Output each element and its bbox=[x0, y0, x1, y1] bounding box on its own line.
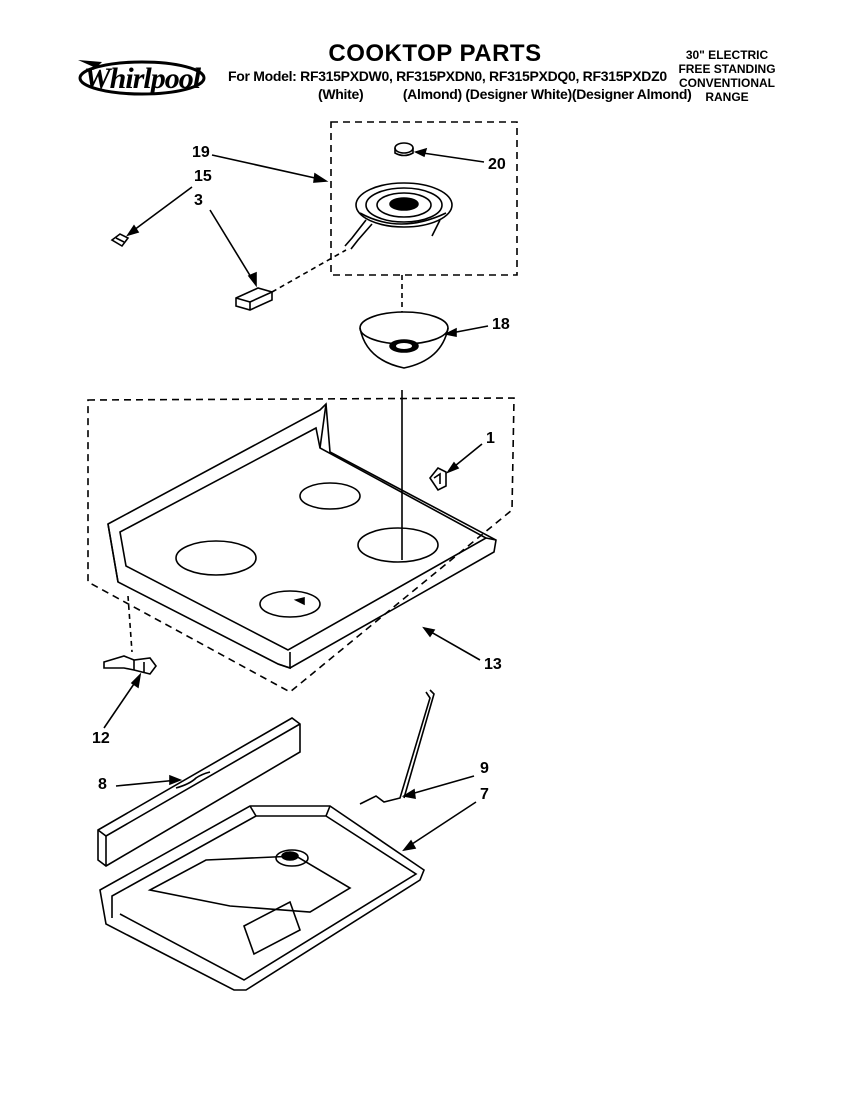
part-number-18: 18 bbox=[492, 316, 510, 333]
leader-12 bbox=[103, 677, 139, 729]
brand-logo-text: Whirlpool bbox=[84, 62, 201, 95]
leader-3 bbox=[209, 209, 255, 283]
range-type-line: CONVENTIONAL bbox=[679, 76, 775, 90]
cooktop-panel bbox=[107, 402, 497, 670]
part-number-7: 7 bbox=[480, 786, 489, 803]
part-3-terminal-block bbox=[235, 287, 273, 311]
part-number-12: 12 bbox=[92, 730, 110, 747]
part-number-20: 20 bbox=[488, 156, 506, 173]
part-1-clip bbox=[429, 466, 447, 492]
models-line: For Model: RF315PXDW0, RF315PXDN0, RF315… bbox=[228, 68, 667, 84]
range-type-block: 30" ELECTRIC FREE STANDING CONVENTIONAL … bbox=[672, 48, 782, 104]
cooktop-dashed-box bbox=[87, 397, 515, 693]
drip-bowl bbox=[359, 311, 449, 369]
part-number-13: 13 bbox=[484, 656, 502, 673]
surface-element bbox=[344, 182, 453, 250]
part-number-1: 1 bbox=[486, 430, 495, 447]
wire-dashed bbox=[271, 249, 347, 293]
leader-9 bbox=[403, 775, 475, 797]
part-7-bottom-tray bbox=[99, 805, 425, 991]
leader-7 bbox=[405, 801, 477, 849]
leader-13 bbox=[423, 627, 481, 661]
leader-19 bbox=[211, 154, 325, 181]
part-number-8: 8 bbox=[98, 776, 107, 793]
part-number-3: 3 bbox=[194, 192, 203, 209]
element-cap bbox=[394, 142, 414, 157]
part-8-rear-strip bbox=[97, 717, 301, 867]
colors-line: (White) (Almond) (Designer White)(Design… bbox=[318, 86, 692, 102]
part-9-rod bbox=[359, 689, 435, 805]
part-number-15: 15 bbox=[194, 168, 212, 185]
leader-8 bbox=[115, 779, 179, 787]
leader-20 bbox=[415, 151, 485, 163]
part-number-9: 9 bbox=[480, 760, 489, 777]
range-type-line: 30" ELECTRIC bbox=[685, 48, 769, 62]
part-15-clip bbox=[110, 233, 130, 248]
page-title: COOKTOP PARTS bbox=[328, 40, 542, 67]
leader-15 bbox=[129, 186, 193, 234]
part-12-hinge bbox=[103, 655, 157, 675]
part-number-19: 19 bbox=[192, 144, 210, 161]
range-type-line: RANGE bbox=[705, 90, 749, 104]
range-type-line: FREE STANDING bbox=[678, 62, 776, 76]
element-dashed-box bbox=[330, 121, 518, 276]
